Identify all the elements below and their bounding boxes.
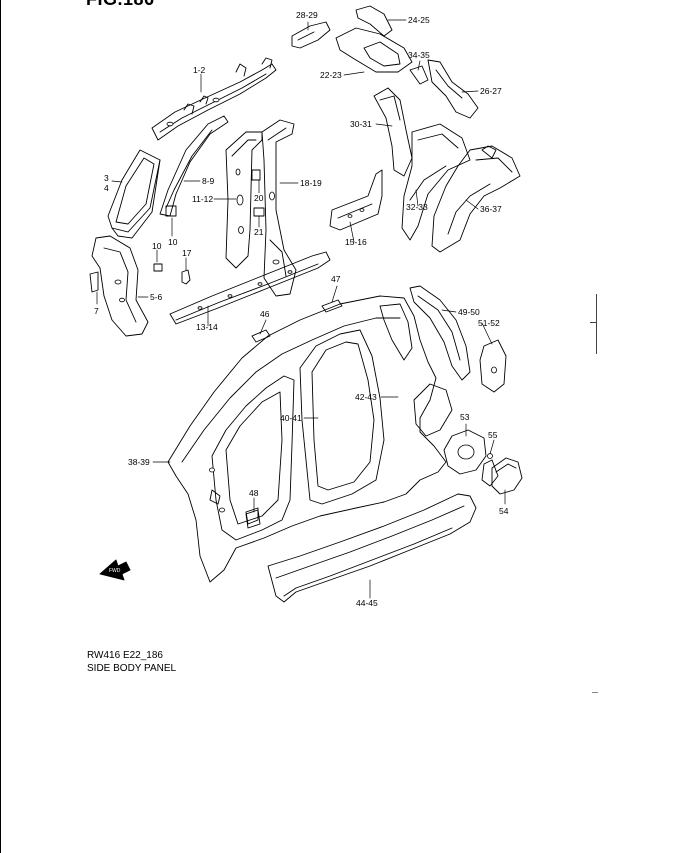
part-rear-quarter-inner xyxy=(409,285,507,393)
part-side-body-outer xyxy=(167,295,453,583)
part-wheelhouse-outer xyxy=(431,145,521,253)
callout-51-52: 51-52 xyxy=(478,318,500,328)
callout-3: 3 xyxy=(104,173,109,183)
drawing-code: RW416 E22_186 xyxy=(87,650,163,661)
callout-54: 54 xyxy=(499,506,509,516)
binding-tick xyxy=(590,322,596,323)
callout-22-23: 22-23 xyxy=(320,70,342,80)
part-fuel-filler xyxy=(443,429,523,495)
binding-mark xyxy=(596,294,597,354)
callout-36-37: 36-37 xyxy=(480,204,502,214)
part-rear-pillar-inner xyxy=(373,87,413,177)
part-rear-pillar-lower xyxy=(89,235,149,337)
part-rear-upper-structure xyxy=(291,5,479,119)
leader-lines xyxy=(96,19,506,599)
forward-arrow-icon: FWD xyxy=(99,559,131,581)
callout-49-50: 49-50 xyxy=(458,307,480,317)
callout-13-14: 13-14 xyxy=(196,322,218,332)
part-sill-inner xyxy=(169,251,331,325)
callout-34-35: 34-35 xyxy=(408,50,430,60)
callout-17: 17 xyxy=(182,248,192,258)
callout-38-39: 38-39 xyxy=(128,457,150,467)
callout-8-9: 8-9 xyxy=(202,176,215,186)
callout-44-45: 44-45 xyxy=(356,598,378,608)
callout-18-19: 18-19 xyxy=(300,178,322,188)
callout-10-upper: 10 xyxy=(152,241,162,251)
part-small-clips xyxy=(153,169,265,285)
corner-mark xyxy=(592,692,598,693)
callout-24-25: 24-25 xyxy=(408,15,430,25)
callout-42-43: 42-43 xyxy=(355,392,377,402)
part-center-pillar xyxy=(225,119,297,297)
callout-15-16: 15-16 xyxy=(345,237,367,247)
part-pillar-reinforcement xyxy=(159,115,229,217)
callout-26-27: 26-27 xyxy=(480,86,502,96)
callout-10-lower: 10 xyxy=(168,237,178,247)
svg-text:FWD: FWD xyxy=(109,568,121,574)
callout-28-29: 28-29 xyxy=(296,10,318,20)
callout-21: 21 xyxy=(254,227,264,237)
callout-47: 47 xyxy=(331,274,341,284)
callout-4: 4 xyxy=(104,183,109,193)
part-wheelhouse-reinforcement xyxy=(329,169,383,231)
part-wheelhouse-inner xyxy=(401,123,471,241)
callout-20: 20 xyxy=(254,193,264,203)
drawing-name: SIDE BODY PANEL xyxy=(87,663,177,674)
callout-labels: 1-2 3 4 5-6 7 8-9 10 10 11-12 13-14 15-1… xyxy=(94,10,509,608)
callout-7: 7 xyxy=(94,306,99,316)
page-border xyxy=(0,0,1,853)
part-roof-side-rail xyxy=(151,57,277,141)
callout-11-12: 11-12 xyxy=(192,194,213,204)
callout-5-6: 5-6 xyxy=(150,292,163,302)
callout-40-41: 40-41 xyxy=(280,413,302,423)
callout-48: 48 xyxy=(249,488,259,498)
callout-53: 53 xyxy=(460,412,470,422)
part-side-sill-outer xyxy=(267,493,477,603)
callout-46: 46 xyxy=(260,309,270,319)
figure-title: FIG.186 xyxy=(86,0,155,10)
part-quarter-inner-panel xyxy=(107,149,161,239)
callout-1-2: 1-2 xyxy=(193,65,206,75)
callout-32-33: 32-33 xyxy=(406,202,428,212)
callout-30-31: 30-31 xyxy=(350,119,372,129)
callout-55: 55 xyxy=(488,430,498,440)
